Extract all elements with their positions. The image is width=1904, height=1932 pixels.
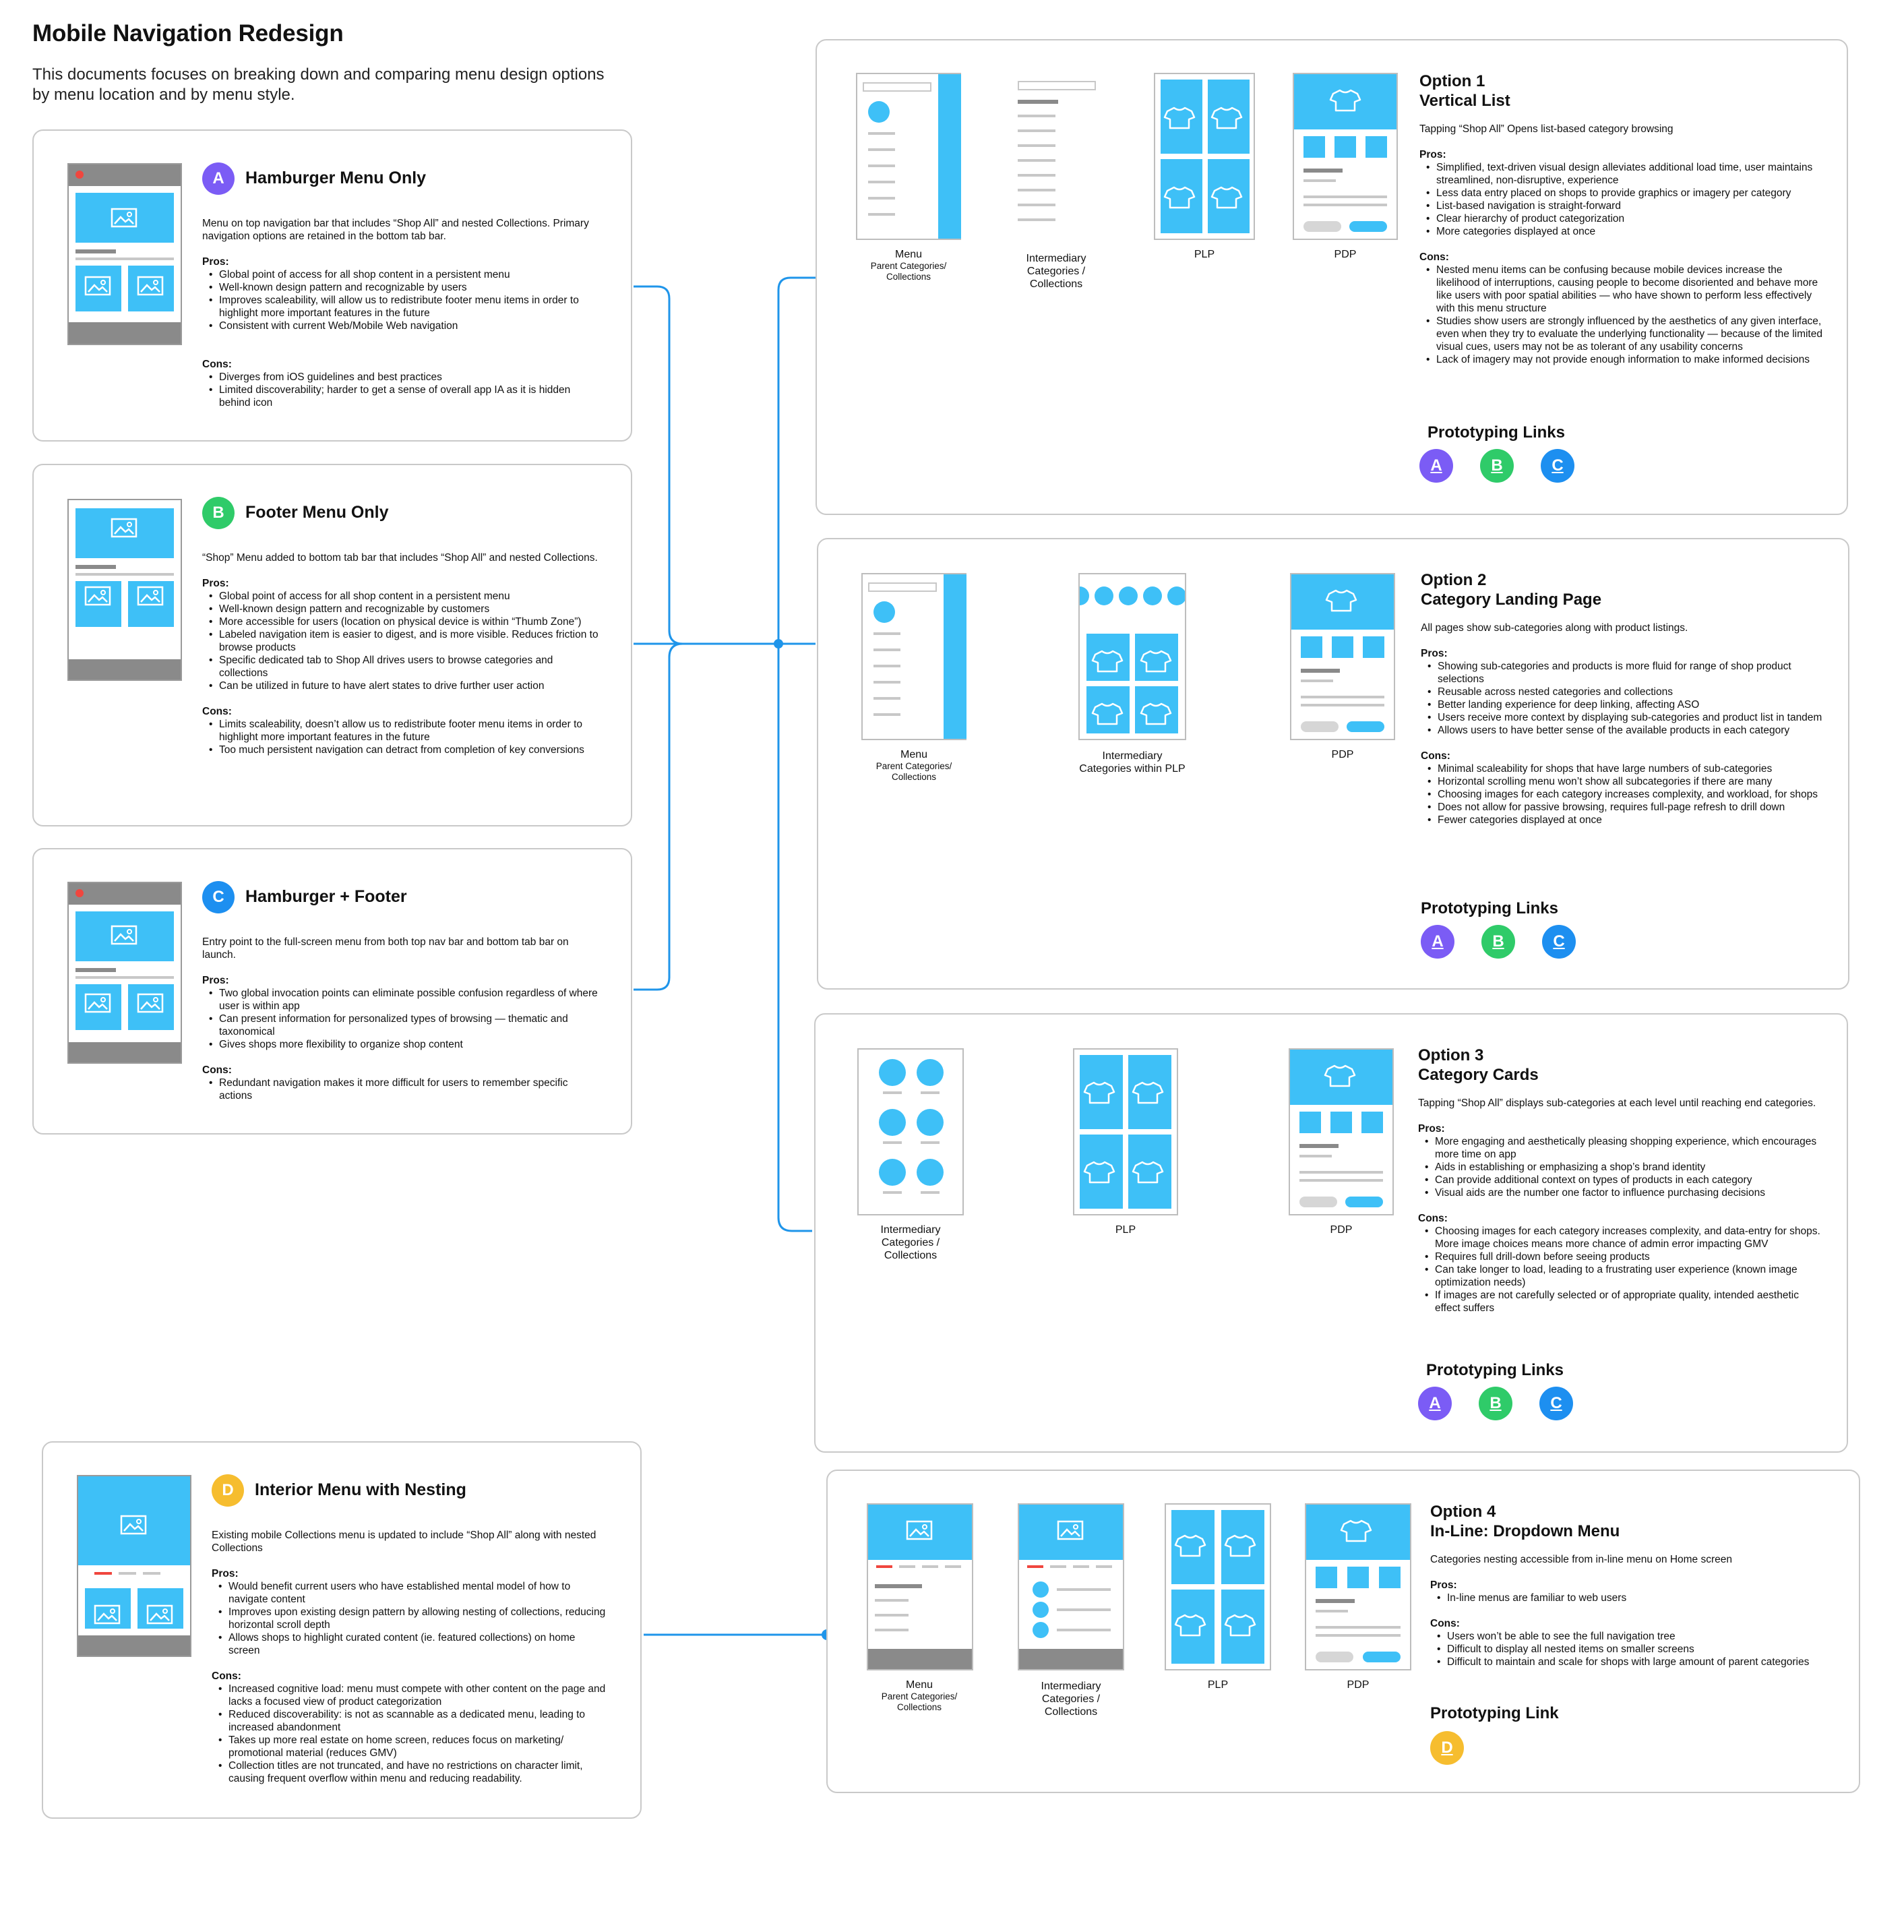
phone-wireframe xyxy=(67,499,182,681)
intermediary-dropdown-wireframe xyxy=(1018,1503,1124,1670)
card-title: Interior Menu with Nesting xyxy=(255,1480,466,1499)
caption-pdp: PDP xyxy=(1334,249,1357,260)
page-title: Mobile Navigation Redesign xyxy=(32,20,344,47)
menu-card-d: D Interior Menu with Nesting Existing mo… xyxy=(42,1441,642,1819)
prototype-link-a[interactable]: A xyxy=(1419,449,1453,483)
phone-wireframe xyxy=(67,163,182,345)
pdp-screen-wireframe xyxy=(1293,73,1398,240)
plp-screen-wireframe xyxy=(1154,73,1255,240)
page-subtitle: This documents focuses on breaking down … xyxy=(32,65,605,104)
prototype-link-c[interactable]: C xyxy=(1542,925,1576,959)
phone-wireframe xyxy=(67,882,182,1064)
caption-pdp: PDP xyxy=(1330,1224,1353,1236)
card-body: Entry point to the full-screen menu from… xyxy=(202,936,600,1102)
prototype-link-b[interactable]: B xyxy=(1480,449,1514,483)
menu-card-b: B Footer Menu Only “Shop” Menu added to … xyxy=(32,464,632,826)
phone-wireframe xyxy=(77,1475,191,1657)
card-title: Hamburger Menu Only xyxy=(245,169,427,187)
caption-plp: PLP xyxy=(1194,249,1215,260)
prototyping-link-title: Prototyping Link xyxy=(1430,1704,1559,1722)
prototype-link-c[interactable]: C xyxy=(1539,1387,1573,1420)
category-cards-wireframe xyxy=(857,1048,964,1215)
menu-card-c: C Hamburger + Footer Entry point to the … xyxy=(32,848,632,1135)
menu-screen-wireframe xyxy=(861,573,966,740)
caption-pdp: PDP xyxy=(1347,1679,1370,1691)
badge-b: B xyxy=(202,497,235,529)
card-title: Hamburger + Footer xyxy=(245,887,407,906)
option-body: Tapping “Shop All” Opens list-based cate… xyxy=(1419,123,1824,366)
option-card-3: Intermediary Categories / Collections PL… xyxy=(814,1013,1848,1453)
option-body: Categories nesting accessible from in-li… xyxy=(1430,1553,1835,1668)
option-body: Tapping “Shop All” displays sub-categori… xyxy=(1418,1097,1822,1315)
menu-screen-wireframe xyxy=(856,73,961,240)
plp-screen-wireframe xyxy=(1073,1048,1178,1215)
card-body: Menu on top navigation bar that includes… xyxy=(202,217,600,409)
prototype-link-b[interactable]: B xyxy=(1481,925,1515,959)
option-body: All pages show sub-categories along with… xyxy=(1421,622,1825,826)
prototyping-links-title: Prototyping Links xyxy=(1421,899,1558,917)
intermediary-plp-screen-wireframe xyxy=(1078,573,1186,740)
home-menu-wireframe xyxy=(867,1503,973,1670)
card-body: “Shop” Menu added to bottom tab bar that… xyxy=(202,551,600,756)
prototype-link-d[interactable]: D xyxy=(1430,1731,1464,1765)
prototype-link-a[interactable]: A xyxy=(1418,1387,1452,1420)
prototype-link-c[interactable]: C xyxy=(1541,449,1574,483)
badge-c: C xyxy=(202,881,235,913)
menu-card-a: A Hamburger Menu Only Menu on top naviga… xyxy=(32,129,632,442)
caption-plp: PLP xyxy=(1115,1224,1136,1236)
caption-intermediary: Intermediary Categories / Collections xyxy=(880,1224,941,1261)
caption-intermediary: Intermediary Categories within PLP xyxy=(1079,750,1186,775)
pdp-screen-wireframe xyxy=(1289,1048,1394,1215)
caption-pdp: PDP xyxy=(1331,749,1354,760)
prototype-link-a[interactable]: A xyxy=(1421,925,1454,959)
prototyping-links-title: Prototyping Links xyxy=(1427,423,1565,442)
pdp-screen-wireframe xyxy=(1305,1503,1411,1670)
card-body: Existing mobile Collections menu is upda… xyxy=(212,1529,609,1785)
prototyping-links-title: Prototyping Links xyxy=(1426,1361,1564,1379)
pdp-screen-wireframe xyxy=(1290,573,1395,740)
badge-d: D xyxy=(212,1474,244,1507)
prototype-link-b[interactable]: B xyxy=(1479,1387,1512,1420)
intermediary-screen-wireframe xyxy=(1012,73,1100,240)
caption-intermediary: Intermediary Categories / Collections xyxy=(1041,1681,1101,1718)
plp-screen-wireframe xyxy=(1165,1503,1271,1670)
card-title: Footer Menu Only xyxy=(245,503,389,522)
badge-a: A xyxy=(202,162,235,195)
caption-plp: PLP xyxy=(1207,1679,1229,1691)
caption-intermediary: Intermediary Categories / Collections xyxy=(1026,253,1086,290)
